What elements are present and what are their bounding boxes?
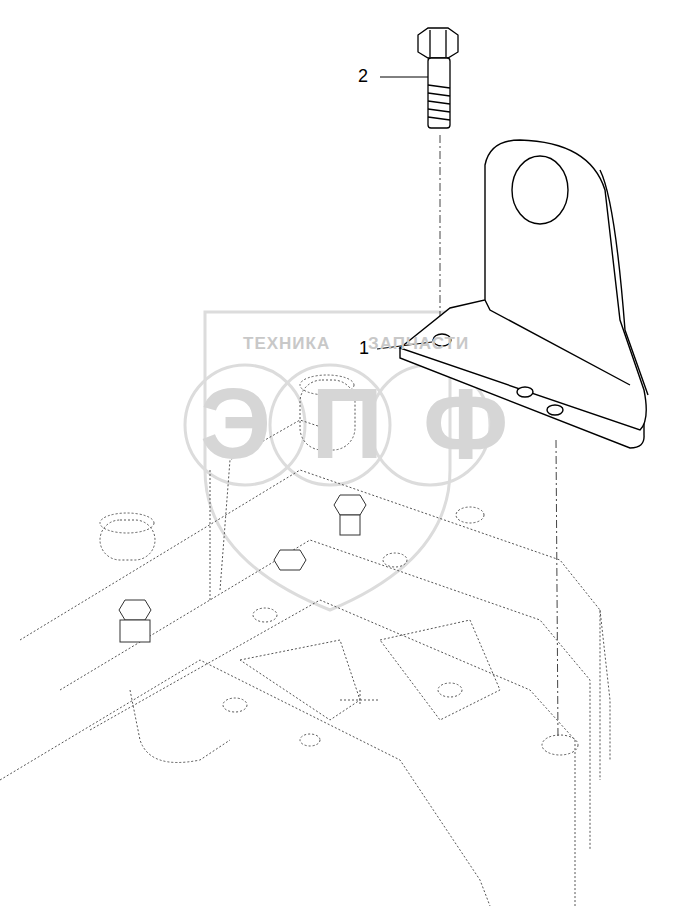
hex-nuts (119, 495, 366, 642)
watermark: ТЕХНИКА (243, 334, 330, 354)
watermark: ЗАПЧАСТИ (368, 334, 469, 354)
bolt (418, 28, 458, 128)
callout-number: 2 (356, 66, 370, 86)
leader-lines (377, 77, 432, 349)
watermark: ЭПФ (200, 368, 548, 478)
